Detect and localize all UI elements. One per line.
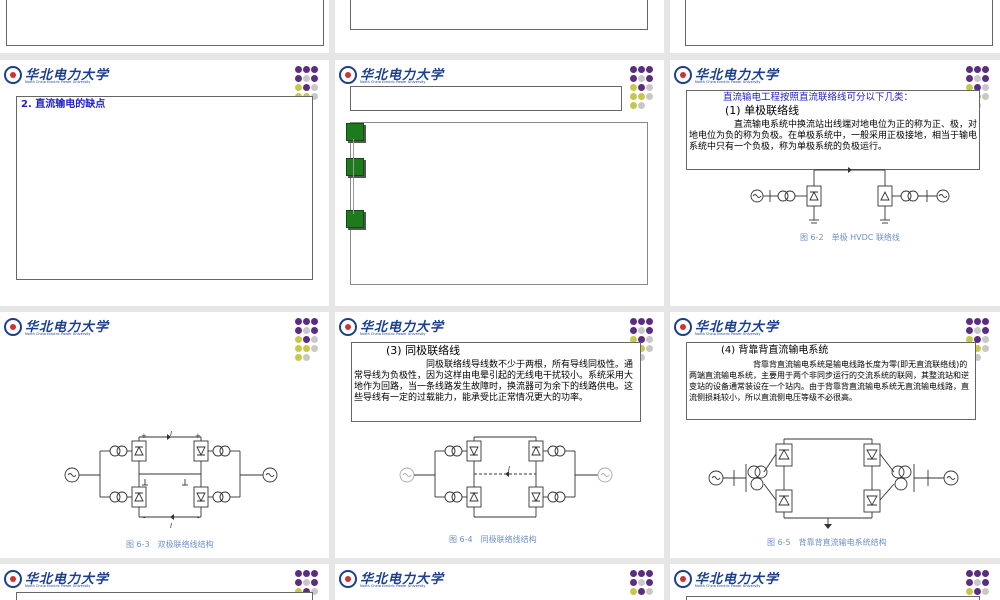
figure-caption: 图 6-4 同极联络线结构 (449, 535, 537, 544)
title-box (350, 86, 622, 111)
current-label: I (170, 522, 173, 530)
content-box (685, 0, 993, 46)
slide-thumbnail-2[interactable] (335, 0, 664, 53)
content-box: (3) 同极联络线 同极联络线导线数不少于两根，所有导线同极性。通常导线为负极性… (351, 342, 641, 422)
content-box: 2. 直流输电的缺点 (16, 96, 313, 280)
decorative-dots (630, 570, 660, 600)
decorative-dots (966, 570, 996, 600)
slide-body: 直流输电系统中换流站出线端对地电位为正的称为正、极，对地电位为负的称为负极。在单… (689, 120, 978, 152)
slide-title: 直流输电工程按照直流联络线可分以下几类： (723, 92, 914, 103)
homopolar-tie-line-diagram (399, 436, 613, 518)
slide-body: 背靠背直流输电系统是输电线路长度为零(即无直流联络线)的两端直流输电系统，主要用… (689, 360, 969, 402)
university-emblem-icon (674, 318, 692, 336)
back-to-back-hvdc-diagram (708, 438, 959, 529)
figure-caption: 图 6-5 背靠背直流输电系统结构 (767, 538, 887, 547)
university-emblem-icon (339, 66, 357, 84)
slide-thumbnail-3[interactable] (670, 0, 1000, 53)
university-emblem-icon (674, 570, 692, 588)
monopolar-hvdc-diagram (750, 167, 950, 224)
plus-label: + (141, 432, 147, 440)
slide-subtitle: (4) 背靠背直流输电系统 (721, 345, 829, 356)
decorative-dots (630, 66, 660, 110)
figure-caption: 图 6-3 双极联络线结构 (126, 540, 214, 549)
bullet-connector (353, 139, 354, 214)
figure-caption: 图 6-2 单极 HVDC 联络线 (800, 233, 900, 242)
green-bullet-icon (346, 210, 364, 228)
bipolar-tie-line-diagram (64, 434, 278, 520)
university-emblem-icon (4, 318, 22, 336)
current-label: I (170, 430, 173, 438)
content-box (350, 122, 648, 285)
university-emblem-icon (339, 570, 357, 588)
slide-body: 同极联络线导线数不少于两根，所有导线同极性。通常导线为负极性，因为这样由电晕引起… (354, 360, 634, 403)
university-emblem-icon (339, 318, 357, 336)
content-box (6, 0, 324, 46)
content-box: (4) 背靠背直流输电系统 背靠背直流输电系统是输电线路长度为零(即无直流联络线… (686, 342, 976, 420)
content-box (16, 592, 313, 600)
decorative-dots (295, 318, 325, 362)
current-label: I (508, 465, 511, 473)
slide-heading: 2. 直流输电的缺点 (21, 99, 106, 110)
decorative-dots (295, 570, 325, 600)
university-emblem-icon (4, 570, 22, 588)
university-emblem-icon (4, 66, 22, 84)
slide-subtitle: (3) 同极联络线 (386, 344, 461, 357)
minus-label: - (197, 514, 200, 522)
plus-label: + (195, 432, 201, 440)
green-bullet-icon (346, 123, 364, 141)
content-box: 直流输电工程按照直流联络线可分以下几类： (1) 单极联络线 直流输电系统中换流… (686, 90, 980, 170)
slide-thumbnail-1[interactable] (0, 0, 329, 53)
content-box (350, 0, 648, 30)
university-emblem-icon (674, 66, 692, 84)
green-bullet-icon (346, 158, 364, 176)
slide-subtitle: (1) 单极联络线 (725, 104, 800, 117)
minus-label: - (143, 514, 146, 522)
content-box (686, 596, 980, 600)
